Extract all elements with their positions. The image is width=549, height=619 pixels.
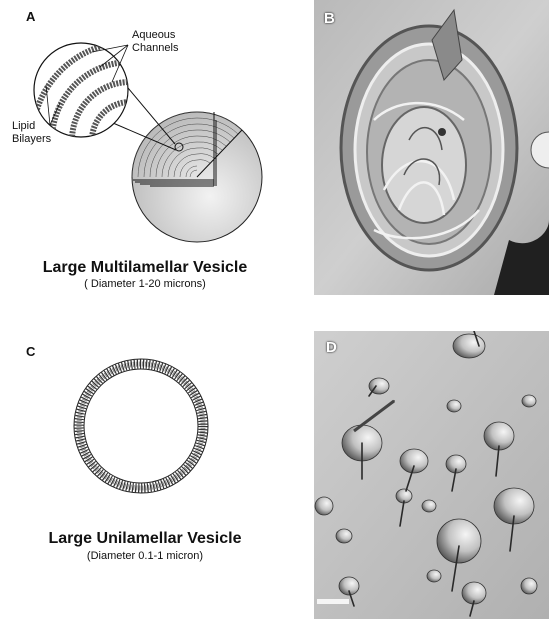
panel-c-subtitle: (Diameter 0.1-1 micron) xyxy=(0,550,290,562)
panel-label-d: D xyxy=(326,339,337,356)
micrograph-d-image xyxy=(314,331,549,619)
panel-b-micrograph: B xyxy=(314,0,549,295)
panel-d-micrograph: D xyxy=(314,331,549,619)
callout-lipid-bilayers: Lipid Bilayers xyxy=(12,120,51,146)
panel-a: A xyxy=(0,0,290,300)
callout-aqueous-channels: Aqueous Channels xyxy=(132,29,178,55)
panel-label-b: B xyxy=(324,10,335,27)
panel-c: C Large Unilamellar Vesicle (Diameter 0.… xyxy=(0,330,290,619)
panel-c-title: Large Unilamellar Vesicle xyxy=(0,530,290,548)
unilamellar-vesicle-diagram xyxy=(0,330,290,520)
panel-a-subtitle: ( Diameter 1-20 microns) xyxy=(0,278,290,290)
scale-bar xyxy=(317,599,349,604)
micrograph-b-image xyxy=(314,0,549,295)
panel-a-title: Large Multilamellar Vesicle xyxy=(0,259,290,277)
